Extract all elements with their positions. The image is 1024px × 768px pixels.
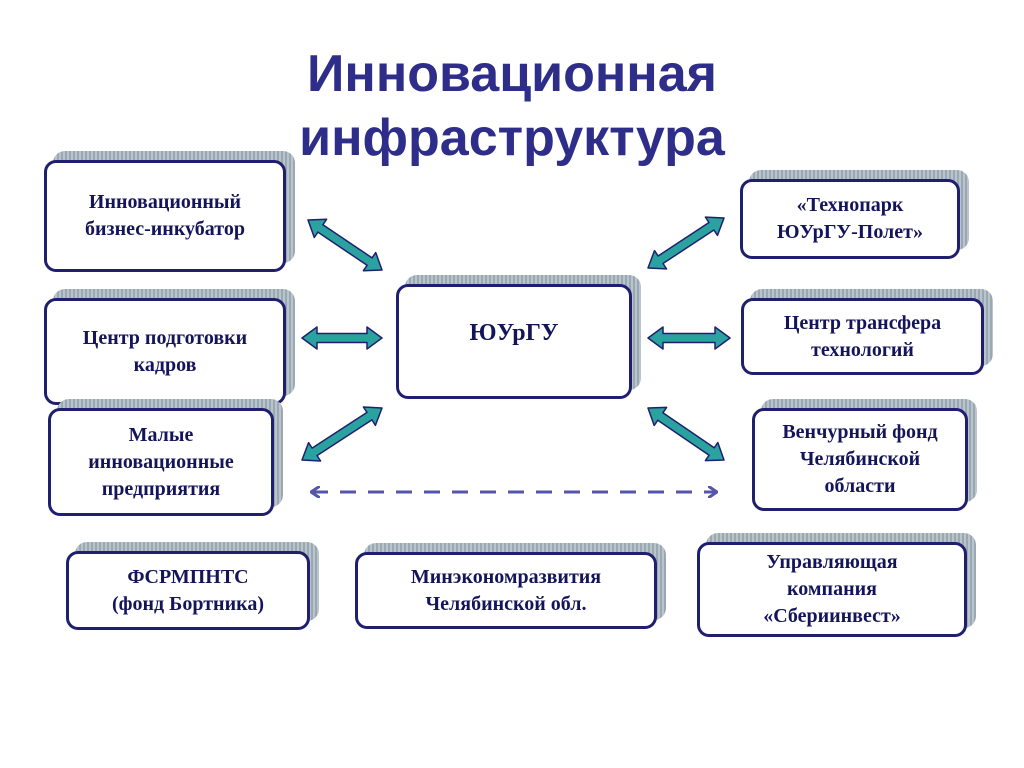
page-title: Инновационная инфраструктура [0, 42, 1024, 170]
node-small-enterprises: Малые инновационные предприятия [48, 399, 283, 516]
node-box: Венчурный фонд Челябинской области [752, 408, 968, 511]
title-line-1: Инновационная [307, 45, 717, 103]
node-label: Малые инновационные предприятия [88, 423, 234, 500]
node-susu: ЮУрГУ [396, 275, 641, 399]
node-label: Инновационный бизнес-инкубатор [85, 191, 245, 240]
node-box: Центр подготовки кадров [44, 298, 286, 405]
node-label: Управляющая компания «Сбериинвест» [763, 551, 901, 627]
node-label: Минэкономразвития Челябинской обл. [410, 565, 602, 615]
node-box: Минэкономразвития Челябинской обл. [355, 552, 657, 629]
node-ministry: Минэкономразвития Челябинской обл. [355, 543, 666, 629]
node-technopark: «Технопарк ЮУрГУ-Полет» [740, 170, 969, 259]
arrow-transfer-susu [647, 326, 731, 350]
node-label: Центр трансфера технологий [783, 311, 942, 361]
node-fsrmpnts: ФСРМПНТС (фонд Бортника) [66, 542, 319, 630]
node-management-company: Управляющая компания «Сбериинвест» [697, 533, 976, 637]
node-box: Малые инновационные предприятия [48, 408, 274, 516]
node-box: «Технопарк ЮУрГУ-Полет» [740, 179, 960, 259]
node-incubator: Инновационный бизнес-инкубатор [44, 151, 295, 272]
arrow-enterprises-susu [301, 406, 383, 462]
arrow-venture-susu [647, 406, 725, 462]
node-label: Центр подготовки кадров [82, 326, 248, 376]
title-line-2: инфраструктура [299, 109, 725, 167]
node-transfer-center: Центр трансфера технологий [741, 289, 993, 375]
node-box: Центр трансфера технологий [741, 298, 984, 375]
arrow-incubator-susu [307, 218, 383, 272]
arrow-training-susu [301, 326, 383, 350]
node-box: ФСРМПНТС (фонд Бортника) [66, 551, 310, 630]
node-box: Управляющая компания «Сбериинвест» [697, 542, 967, 637]
arrow-technopark-susu [647, 216, 725, 270]
node-label: «Технопарк ЮУрГУ-Полет» [777, 194, 923, 243]
node-venture-fund: Венчурный фонд Челябинской области [752, 399, 977, 511]
node-training-center: Центр подготовки кадров [44, 289, 295, 405]
node-label: ФСРМПНТС (фонд Бортника) [112, 565, 264, 615]
node-box: ЮУрГУ [396, 284, 632, 399]
node-label: Венчурный фонд Челябинской области [782, 421, 938, 497]
node-label: ЮУрГУ [469, 320, 559, 346]
node-box: Инновационный бизнес-инкубатор [44, 160, 286, 272]
